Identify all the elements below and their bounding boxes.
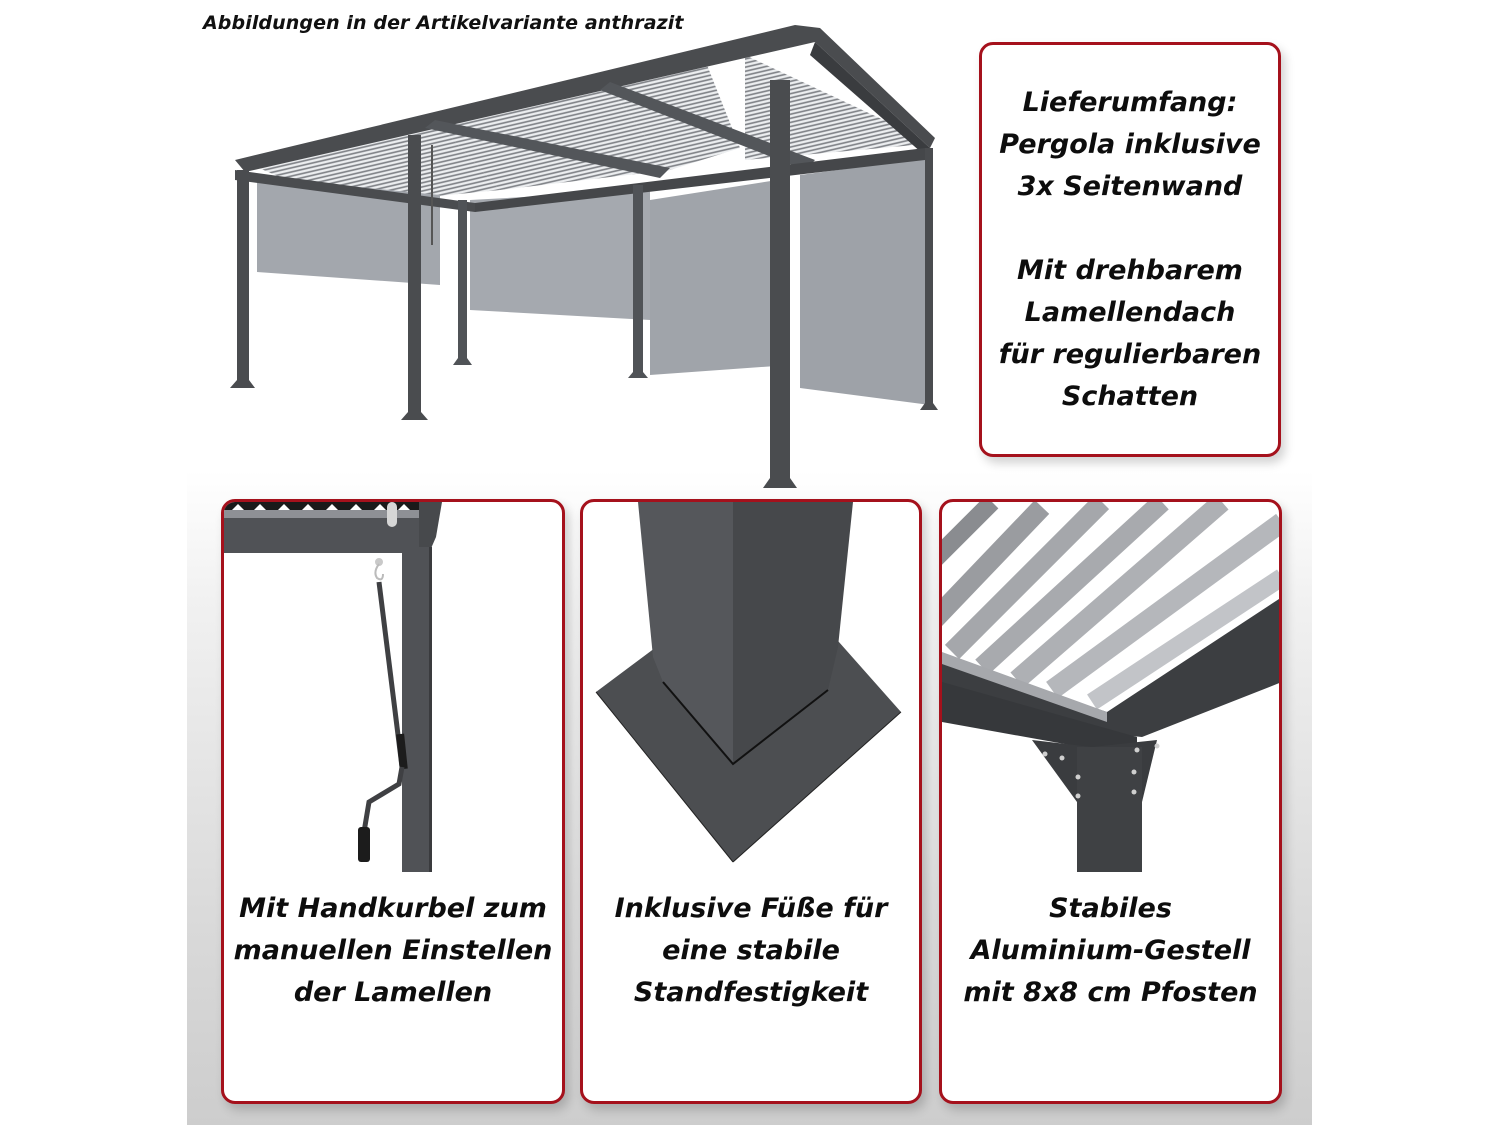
feature-line: Aluminium-Gestell (970, 935, 1251, 966)
post-foot-image (583, 502, 919, 877)
info-line: für regulierbaren (998, 339, 1262, 370)
feature-text: Inklusive Füße für eine stabile Standfes… (583, 888, 919, 1014)
feature-card-post-foot: Inklusive Füße für eine stabile Standfes… (580, 499, 922, 1104)
info-line: Lieferumfang: (1022, 87, 1238, 118)
info-line: Mit drehbarem (1017, 255, 1243, 286)
info-line: Schatten (1061, 381, 1199, 412)
pergola-hero-image (225, 20, 945, 490)
feature-card-hand-crank: Mit Handkurbel zum manuellen Einstellen … (221, 499, 565, 1104)
frame-corner-image (942, 502, 1279, 877)
feature-line: Mit Handkurbel zum (239, 893, 547, 924)
feature-line: mit 8x8 cm Pfosten (963, 977, 1258, 1008)
feature-line: eine stabile (662, 935, 840, 966)
feature-card-aluminium-frame: Stabiles Aluminium-Gestell mit 8x8 cm Pf… (939, 499, 1282, 1104)
info-line: Pergola inklusive (999, 129, 1261, 160)
feature-text: Mit Handkurbel zum manuellen Einstellen … (224, 888, 562, 1014)
feature-line: der Lamellen (293, 977, 493, 1008)
feature-line: manuellen Einstellen (233, 935, 553, 966)
feature-line: Stabiles (1049, 893, 1172, 924)
feature-line: Inklusive Füße für (614, 893, 888, 924)
feature-line: Standfestigkeit (633, 977, 869, 1008)
scope-of-delivery-box: Lieferumfang: Pergola inklusive 3x Seite… (979, 42, 1281, 457)
info-line: Lamellendach (1024, 297, 1236, 328)
variant-caption: Abbildungen in der Artikelvariante anthr… (203, 12, 684, 34)
info-line: 3x Seitenwand (1017, 171, 1243, 202)
hand-crank-image (224, 502, 562, 877)
info-text: Lieferumfang: Pergola inklusive 3x Seite… (982, 82, 1278, 418)
feature-text: Stabiles Aluminium-Gestell mit 8x8 cm Pf… (942, 888, 1279, 1014)
